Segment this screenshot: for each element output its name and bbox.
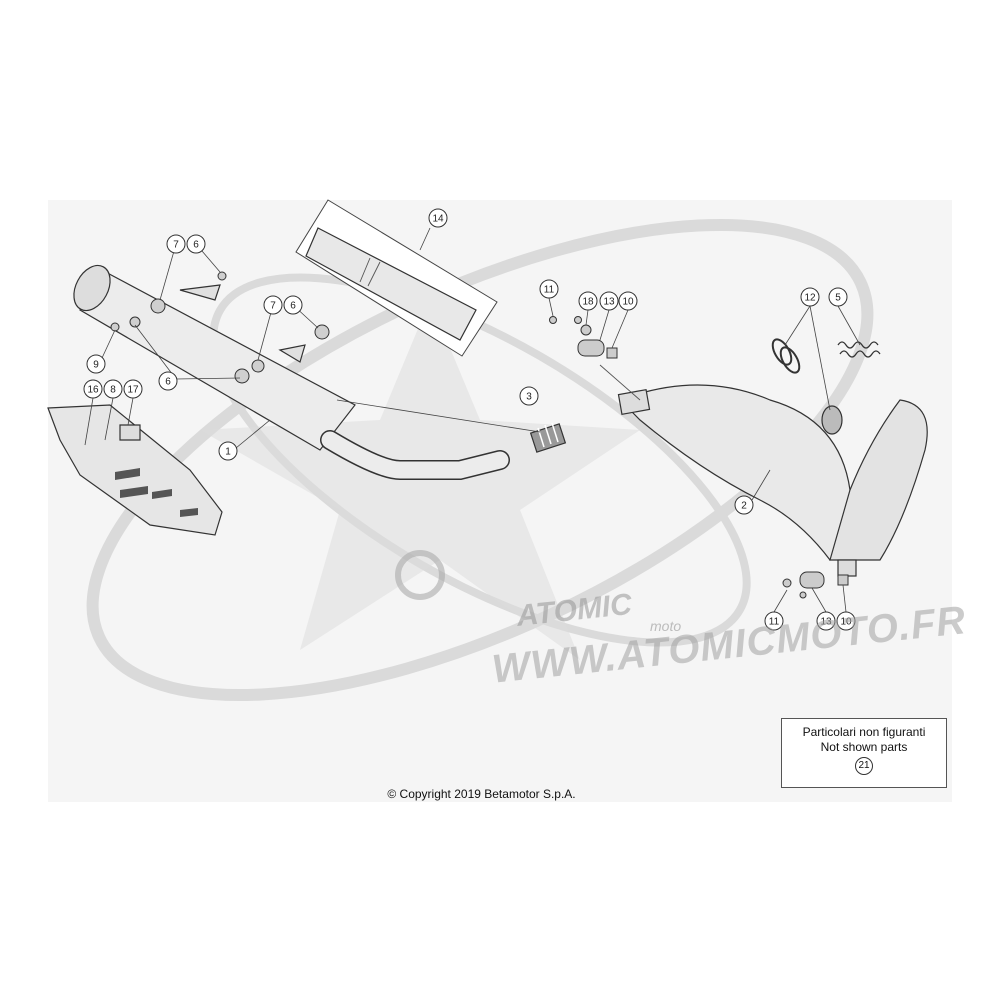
callout-6a: 6: [186, 234, 206, 254]
note-line-english: Not shown parts: [820, 740, 908, 754]
part-2-expansion-chamber: [599, 364, 928, 577]
svg-text:6: 6: [165, 377, 171, 388]
callout-18: 18: [578, 291, 598, 311]
callout-11a: 11: [539, 279, 559, 299]
svg-text:13: 13: [820, 617, 832, 628]
callout-11b: 11: [764, 611, 784, 631]
svg-text:11: 11: [544, 285, 555, 296]
svg-text:17: 17: [127, 385, 139, 396]
watermark-globe: [395, 550, 445, 600]
callout-5: 5: [828, 287, 848, 307]
callout-16: 16: [83, 379, 103, 399]
svg-text:2: 2: [741, 501, 747, 512]
callout-9: 9: [86, 354, 106, 374]
callout-13a: 13: [599, 291, 619, 311]
leader-lines: [84, 227, 861, 613]
callout-7b: 7: [263, 295, 283, 315]
copyright-text: © Copyright 2019 Betamotor S.p.A.: [387, 787, 576, 801]
part-3-coupling-seal: [529, 422, 567, 453]
callout-2: 2: [734, 495, 754, 515]
svg-text:9: 9: [93, 360, 99, 371]
note-line-italian: Particolari non figuranti: [802, 725, 926, 739]
callout-10a: 10: [618, 291, 638, 311]
svg-text:13: 13: [603, 297, 615, 308]
callout-8: 8: [103, 379, 123, 399]
callout-10b: 10: [836, 611, 856, 631]
callout-14: 14: [428, 208, 448, 228]
callout-3: 3: [519, 386, 539, 406]
watermark-sub: moto: [650, 618, 682, 634]
callout-6b: 6: [283, 295, 303, 315]
callout-7a: 7: [166, 234, 186, 254]
callout-17: 17: [123, 379, 143, 399]
svg-text:5: 5: [835, 293, 841, 304]
bracket-hardware-lower: [782, 571, 849, 599]
part-1-silencer: [73, 264, 510, 480]
callout-12: 12: [800, 287, 820, 307]
bracket-hardware-upper: [549, 316, 618, 359]
svg-text:8: 8: [110, 385, 116, 396]
svg-text:6: 6: [193, 240, 199, 251]
callout-13b: 13: [816, 611, 836, 631]
note-part-number: 21: [855, 757, 873, 775]
svg-text:3: 3: [526, 392, 532, 403]
callout-numbers: 14 7 6 7 6 9 6 1 16 8 17 3 11 18 13 10 1…: [83, 208, 856, 631]
svg-text:18: 18: [582, 297, 594, 308]
svg-text:16: 16: [87, 385, 99, 396]
svg-text:10: 10: [622, 297, 634, 308]
svg-text:6: 6: [290, 301, 296, 312]
svg-text:1: 1: [225, 447, 231, 458]
svg-text:7: 7: [173, 240, 179, 251]
svg-text:7: 7: [270, 301, 276, 312]
svg-text:10: 10: [840, 617, 852, 628]
callout-1: 1: [218, 441, 238, 461]
part-heat-shield: [47, 404, 223, 536]
part-12-orings: [771, 338, 801, 374]
part-14-silencer-packing: [295, 199, 498, 357]
svg-text:11: 11: [769, 617, 780, 628]
not-shown-parts-box: Particolari non figuranti Not shown part…: [781, 718, 947, 788]
grommets: [110, 271, 330, 384]
callout-6c: 6: [158, 371, 178, 391]
svg-text:12: 12: [804, 293, 816, 304]
svg-text:14: 14: [432, 214, 444, 225]
